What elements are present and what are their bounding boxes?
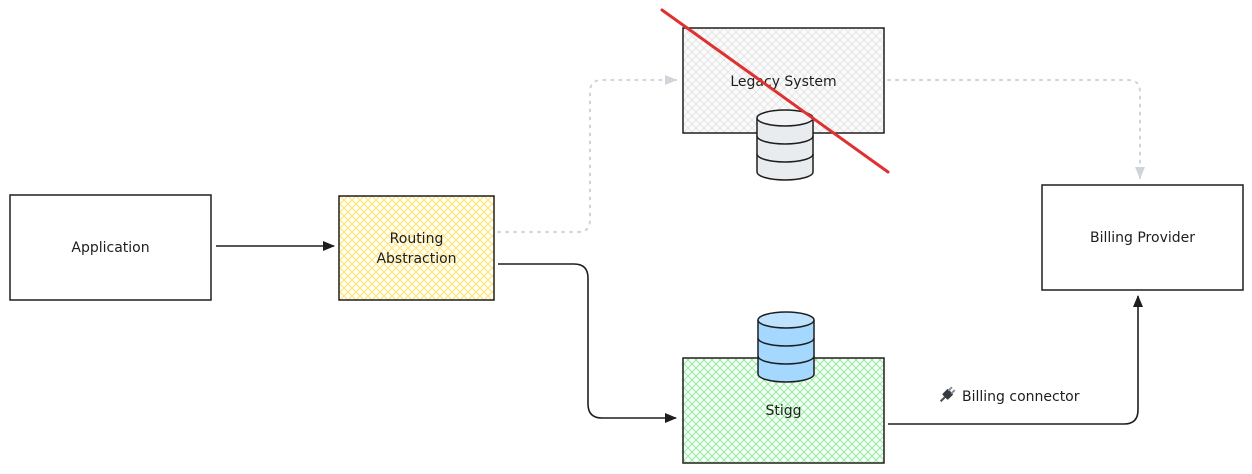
node-billing-provider-label: Billing Provider: [1090, 230, 1195, 246]
plug-icon: [939, 386, 956, 403]
edge-stigg-to-billing-provider: [888, 295, 1143, 425]
node-routing-abstraction: Routing Abstraction: [338, 195, 495, 301]
legacy-database-icon: [756, 109, 814, 181]
node-stigg-label: Stigg: [765, 403, 801, 419]
edge-routing-to-stigg: [498, 263, 677, 423]
billing-connector-label-group: Billing connector: [939, 386, 1080, 405]
billing-connector-label: Billing connector: [962, 389, 1080, 405]
node-legacy-label: Legacy System: [730, 74, 836, 90]
edge-routing-to-legacy: [497, 75, 677, 233]
edge-legacy-to-billing-provider: [887, 79, 1145, 179]
node-billing-provider: Billing Provider: [1041, 184, 1244, 291]
node-application: Application: [9, 194, 212, 301]
node-routing-label-line2: Abstraction: [376, 251, 456, 267]
legacy-cross-out-line: [660, 8, 890, 174]
node-application-label: Application: [71, 240, 149, 256]
stigg-database-icon: [757, 311, 815, 383]
node-routing-label-line1: Routing: [390, 231, 444, 247]
